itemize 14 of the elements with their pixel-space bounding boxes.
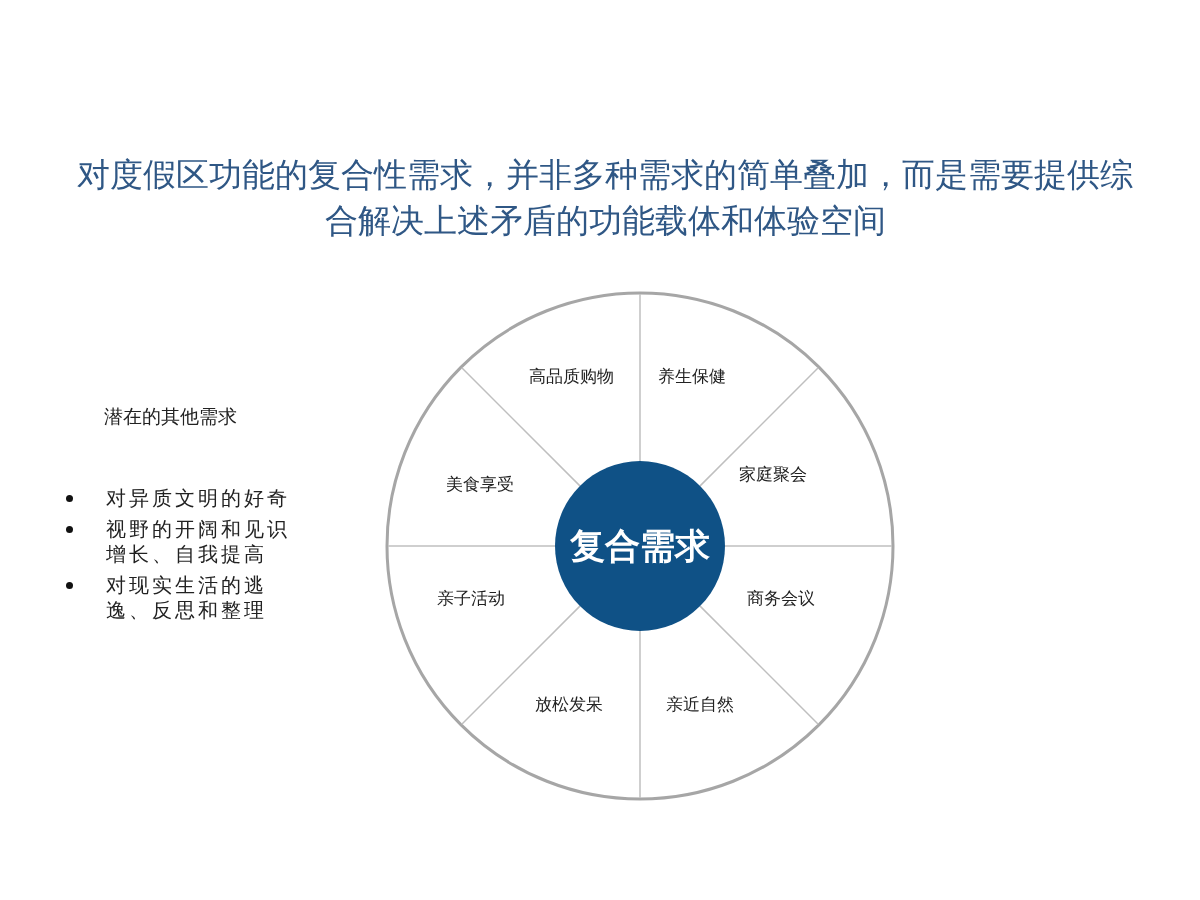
sector-label: 养生保健 [658, 364, 726, 388]
sector-label: 亲子活动 [437, 586, 505, 610]
sector-label: 高品质购物 [528, 364, 614, 388]
sector-label: 商务会议 [747, 586, 815, 610]
bullet-text: 视野的开阔和见识增长、自我提高 [106, 517, 291, 567]
sector-label: 家庭聚会 [739, 462, 807, 486]
sector-label: 亲近自然 [666, 692, 734, 716]
title: 对度假区功能的复合性需求，并非多种需求的简单叠加，而是需要提供综合解决上述矛盾的功能载体和体验空间 [76, 155, 1134, 242]
sector-label: 放松发呆 [535, 692, 603, 716]
sector-label: 美食享受 [446, 472, 514, 496]
bullet-text: 对现实生活的逃逸、反思和整理 [106, 573, 268, 623]
center-label: 复合需求 [570, 523, 710, 568]
list-heading: 潜在的其他需求 [104, 404, 237, 429]
bullet-text: 对异质文明的好奇 [106, 486, 291, 511]
